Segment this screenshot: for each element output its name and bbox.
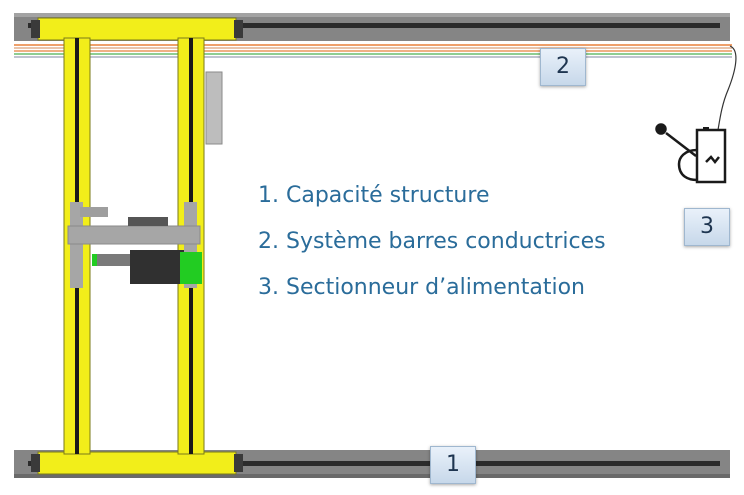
bottom-end-truck (31, 451, 243, 475)
legend-item-structure: 1. Capacité structure (258, 183, 490, 208)
top-end-truck (31, 17, 243, 41)
legend-list: 1. Capacité structure 2. Système barres … (258, 176, 606, 314)
marker-conductor-bar: 2 (540, 48, 586, 86)
legend-item-isolator: 3. Sectionneur d’alimentation (258, 275, 586, 300)
conductor-bar-system (14, 44, 737, 131)
trolley-hoist (67, 202, 202, 288)
current-collector (205, 71, 223, 145)
isolator-switch (655, 123, 727, 184)
legend-item-conductor-bar: 2. Système barres conductrices (258, 229, 606, 254)
marker-rail: 1 (430, 446, 476, 484)
marker-isolator: 3 (684, 208, 730, 246)
